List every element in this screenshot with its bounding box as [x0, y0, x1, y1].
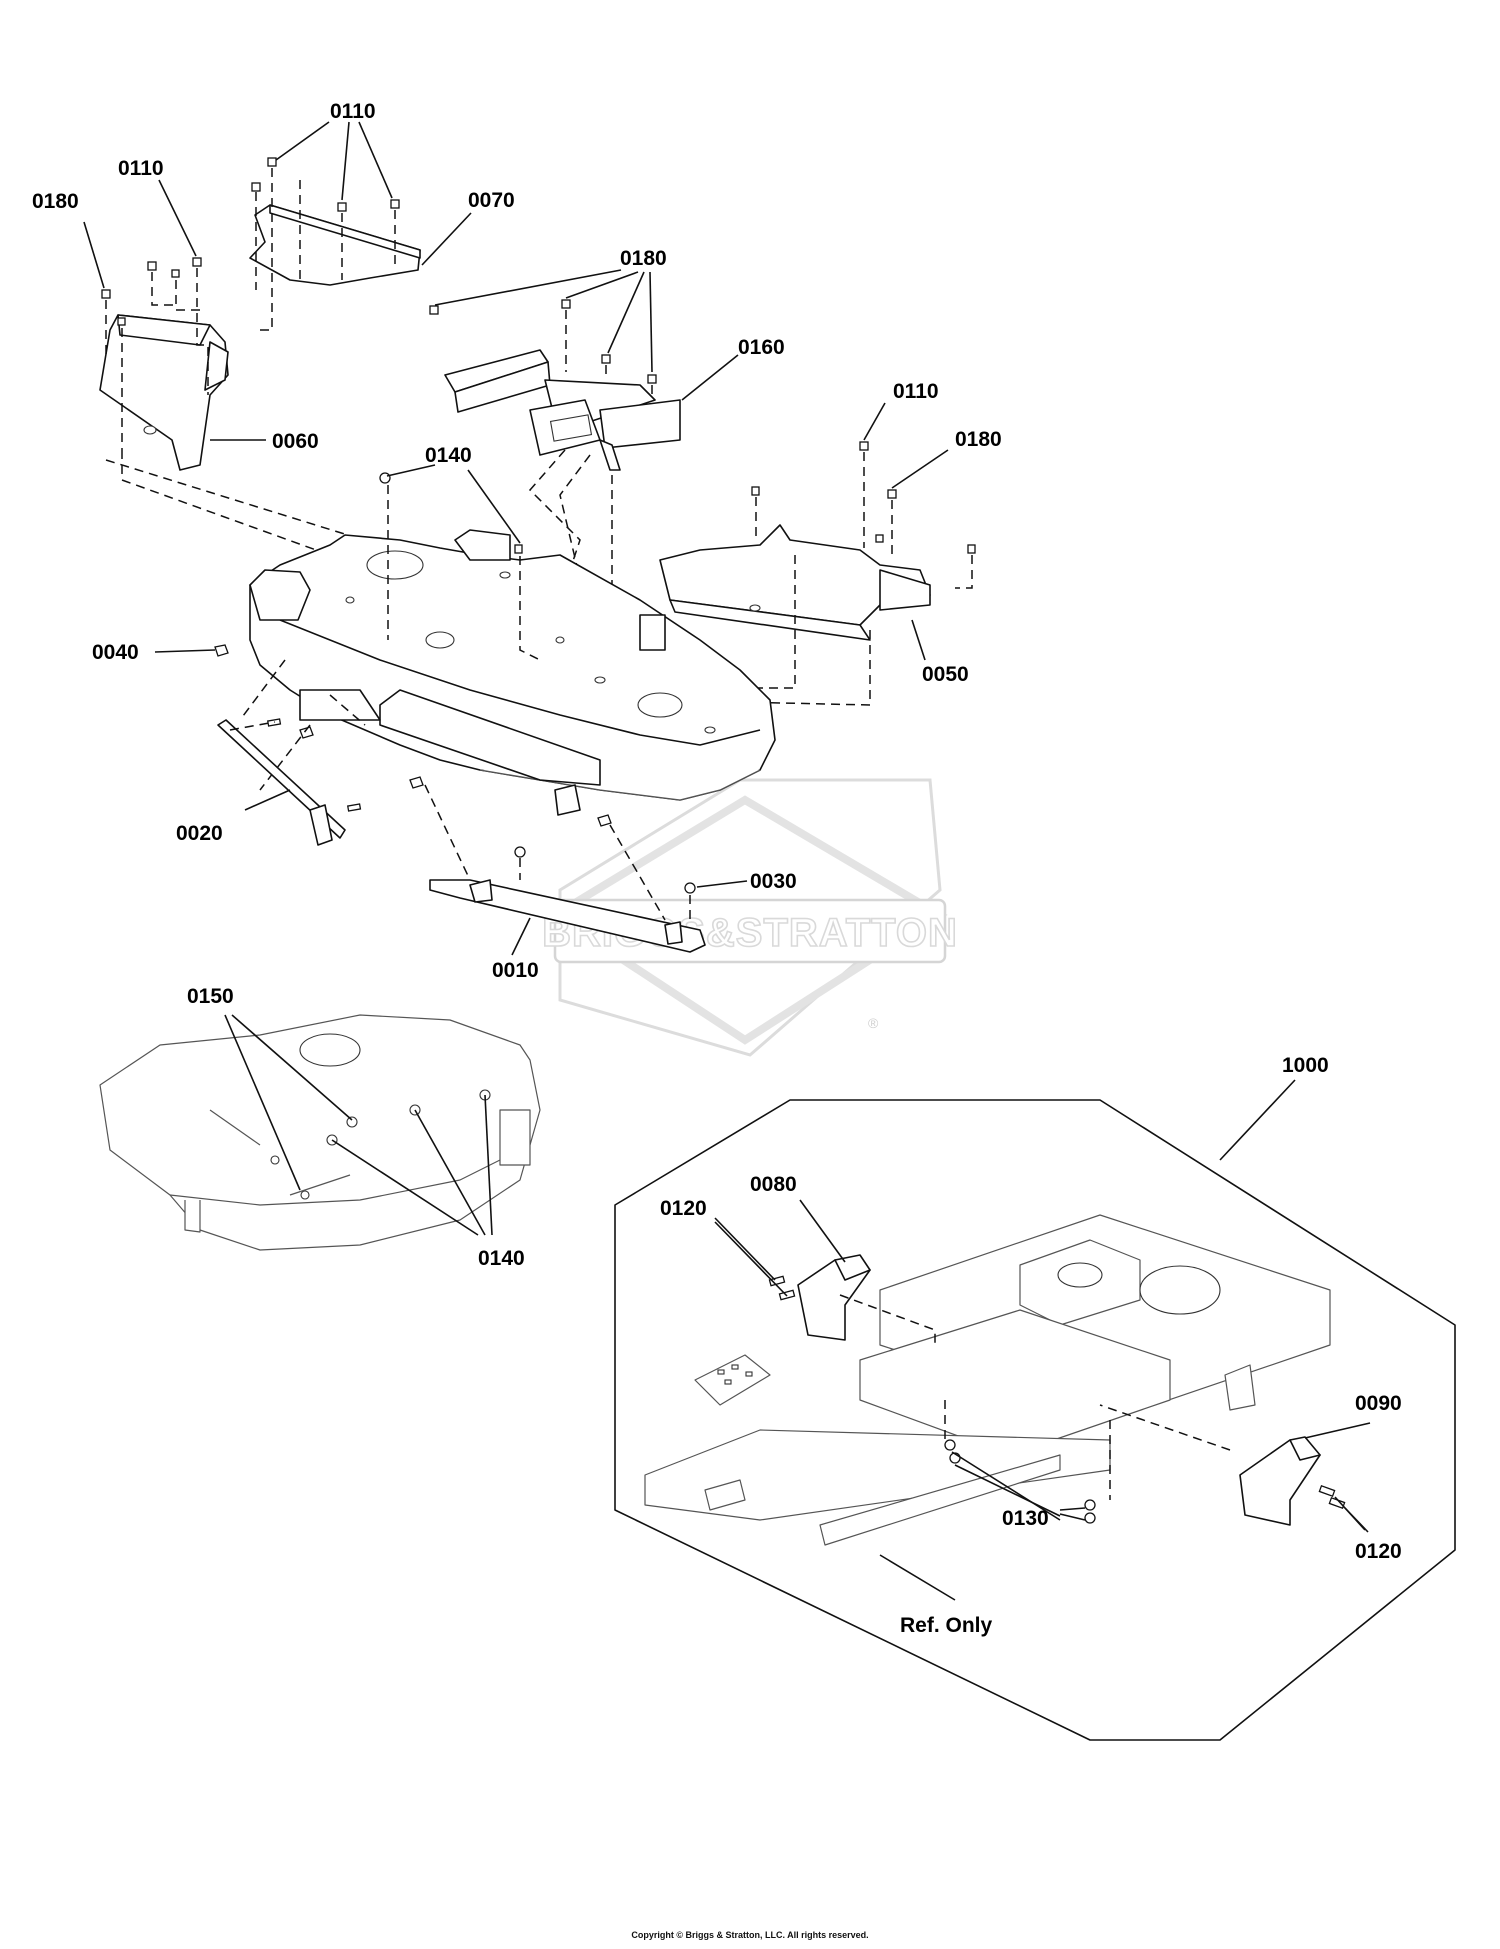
callout-0140-underside: 0140: [478, 1247, 525, 1270]
callout-0020: 0020: [176, 822, 223, 845]
deck-underside-view: [99, 1014, 541, 1251]
part-0020-bar: [217, 718, 362, 846]
briggs-stratton-watermark: BRIGGS&STRATTON ®: [541, 778, 958, 1057]
callout-1000: 1000: [1282, 1054, 1329, 1077]
callout-0090: 0090: [1355, 1392, 1402, 1415]
callout-0110-right: 0110: [893, 380, 939, 403]
callout-labels: 0110 0110 0180 0070 0180 0160 0060 0110 …: [32, 100, 1402, 1637]
callout-0010: 0010: [492, 959, 539, 982]
part-0070-shield: [249, 180, 421, 286]
callout-0070: 0070: [468, 189, 515, 212]
part-0010-bar: [429, 846, 706, 953]
callout-0110-left: 0110: [118, 157, 164, 180]
callout-0150: 0150: [187, 985, 234, 1008]
part-0090-bracket: [1099, 1404, 1346, 1526]
hardware-0160-bolts: [429, 299, 657, 384]
hardware-0050-bolts: [751, 441, 976, 554]
deck-assembly-lines: [239, 485, 666, 921]
frame-assembly-drawing: [644, 1214, 1331, 1546]
callout-0180-left: 0180: [32, 190, 79, 213]
top-left-assembly-lines: [105, 168, 396, 556]
callout-0120-right: 0120: [1355, 1540, 1402, 1563]
callout-ref-only: Ref. Only: [900, 1614, 993, 1637]
callout-0060: 0060: [272, 430, 319, 453]
callout-0080: 0080: [750, 1173, 797, 1196]
callout-0160: 0160: [738, 336, 785, 359]
callout-0180-center: 0180: [620, 247, 667, 270]
callout-0050: 0050: [922, 663, 969, 686]
deck-hardware: [214, 472, 612, 827]
hardware-top-left-bolts: [101, 157, 400, 326]
part-0060-bracket: [99, 314, 229, 471]
part-0160-bracket: [444, 349, 681, 471]
callout-leader-lines: [83, 121, 1371, 1601]
callout-0120-left: 0120: [660, 1197, 707, 1220]
callout-0110-top: 0110: [330, 100, 376, 123]
mower-deck-housing: [249, 529, 776, 816]
callout-0040: 0040: [92, 641, 139, 664]
watermark-registered-mark: ®: [868, 1015, 879, 1031]
callout-0140-deck: 0140: [425, 444, 472, 467]
callout-0030: 0030: [750, 870, 797, 893]
callout-0130: 0130: [1002, 1507, 1049, 1530]
copyright-notice: Copyright © Briggs & Stratton, LLC. All …: [631, 1930, 869, 1940]
callout-0180-right: 0180: [955, 428, 1002, 451]
